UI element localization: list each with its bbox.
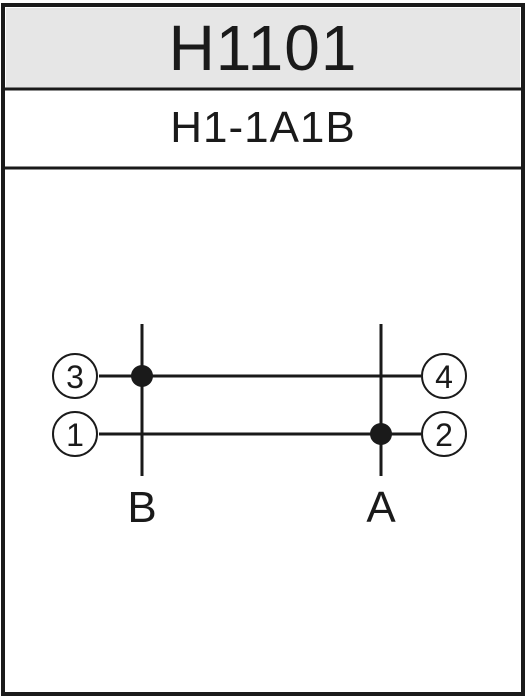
contact-a-label: A <box>366 483 396 532</box>
terminal-1-label: 1 <box>66 417 84 453</box>
part-number: H1101 <box>168 12 358 84</box>
terminal-1-ring <box>52 411 98 457</box>
terminal-4-label: 4 <box>435 359 453 395</box>
contact-b-label: B <box>127 483 156 532</box>
terminal-2-label: 2 <box>435 417 453 453</box>
terminal-3-ring <box>52 353 98 399</box>
terminal-4-ring <box>421 353 467 399</box>
outer-border <box>1 3 525 696</box>
part-number-header: H1101 <box>6 8 520 88</box>
model-code: H1-1A1B <box>170 103 356 152</box>
model-code-row: H1-1A1B <box>6 90 520 166</box>
junction-dot-b <box>131 365 153 387</box>
terminal-3-label: 3 <box>66 359 84 395</box>
terminal-2-ring <box>421 411 467 457</box>
junction-dot-a <box>370 423 392 445</box>
